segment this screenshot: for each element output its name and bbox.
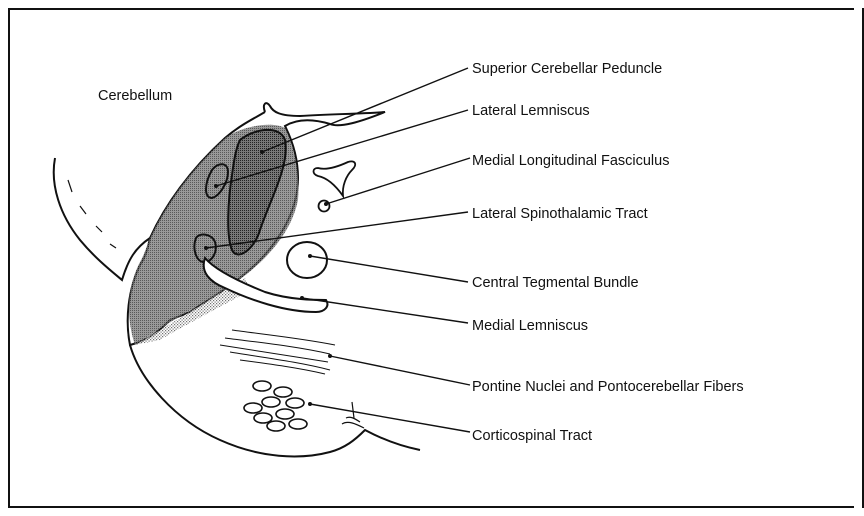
label-pontine-nuclei: Pontine Nuclei and Pontocerebellar Fiber…	[472, 379, 744, 395]
label-lateral-lemniscus: Lateral Lemniscus	[472, 103, 590, 119]
label-corticospinal-tract: Corticospinal Tract	[472, 428, 592, 444]
pontine-fibers	[220, 330, 335, 374]
label-medial-lemniscus: Medial Lemniscus	[472, 318, 588, 334]
cerebellum-folia	[68, 180, 116, 248]
central-tegmental-bundle	[287, 242, 327, 278]
fourth-ventricle-fork	[314, 161, 356, 196]
label-central-tegmental-bundle: Central Tegmental Bundle	[472, 275, 639, 291]
label-medial-longitudinal-fasciculus: Medial Longitudinal Fasciculus	[472, 153, 669, 169]
corticospinal-bundles	[244, 381, 307, 431]
medial-longitudinal-fasciculus	[319, 201, 330, 212]
label-lateral-spinothalamic-tract: Lateral Spinothalamic Tract	[472, 206, 648, 222]
midline-notch	[342, 402, 364, 428]
label-cerebellum: Cerebellum	[98, 88, 172, 104]
label-superior-cerebellar-peduncle: Superior Cerebellar Peduncle	[472, 61, 662, 77]
